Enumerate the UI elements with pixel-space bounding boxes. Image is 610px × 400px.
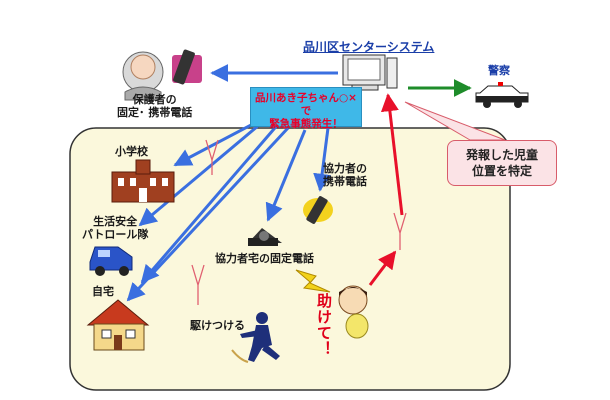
antenna-icon	[191, 139, 407, 305]
guardian-label-line1: 保護者の	[132, 93, 177, 106]
emergency-box: 品川あき子ちゃん○×で 緊急事態発生！	[250, 87, 362, 130]
runner-label: 駆けつける	[190, 319, 245, 332]
computer-icon	[342, 54, 398, 91]
coop-fixed-label: 協力者宅の固定電話	[215, 252, 314, 265]
patrol-label: 生活安全 パトロール隊	[82, 215, 149, 241]
center-system-title: 品川区センターシステム	[303, 40, 435, 54]
police-label: 警察	[488, 64, 510, 77]
coop-mobile-line2: 携帯電話	[323, 174, 367, 188]
coop-mobile-line1: 協力者の	[323, 162, 367, 175]
emergency-line1: 品川あき子ちゃん○×で	[255, 92, 357, 118]
running-person-icon	[231, 312, 280, 363]
house-icon	[86, 299, 150, 351]
patrol-line2: パトロール隊	[82, 227, 149, 241]
alert-arrow-to-antenna	[368, 250, 397, 286]
patrol-line1: 生活安全	[93, 215, 138, 228]
coop-mobile-label: 協力者の 携帯電話	[323, 162, 367, 188]
telephone-icon	[248, 228, 282, 246]
help-text: 助けて！	[315, 293, 333, 357]
guardian-label-line2: 固定･ 携帯電話	[117, 105, 193, 119]
home-label: 自宅	[92, 285, 114, 298]
dispatch-arrows	[126, 113, 331, 302]
guardian-label: 保護者の 固定･ 携帯電話	[117, 93, 193, 119]
school-label: 小学校	[115, 145, 148, 158]
alert-arrow-to-center	[380, 93, 404, 216]
guardian-person-icon	[122, 51, 164, 101]
school-building-icon	[111, 159, 175, 203]
police-car-icon	[475, 82, 529, 108]
child-icon	[338, 285, 369, 339]
mobile-phone-icon	[172, 49, 202, 85]
callout-line2: 位置を特定	[471, 164, 532, 179]
lightning-icon	[295, 269, 331, 293]
callout-line1: 発報した児童	[465, 148, 538, 162]
cooperator-mobile-icon	[303, 196, 333, 224]
callout-box: 発報した児童 位置を特定	[447, 140, 557, 186]
emergency-line2: 緊急事態発生！	[269, 118, 343, 131]
patrol-car-icon	[89, 246, 133, 276]
